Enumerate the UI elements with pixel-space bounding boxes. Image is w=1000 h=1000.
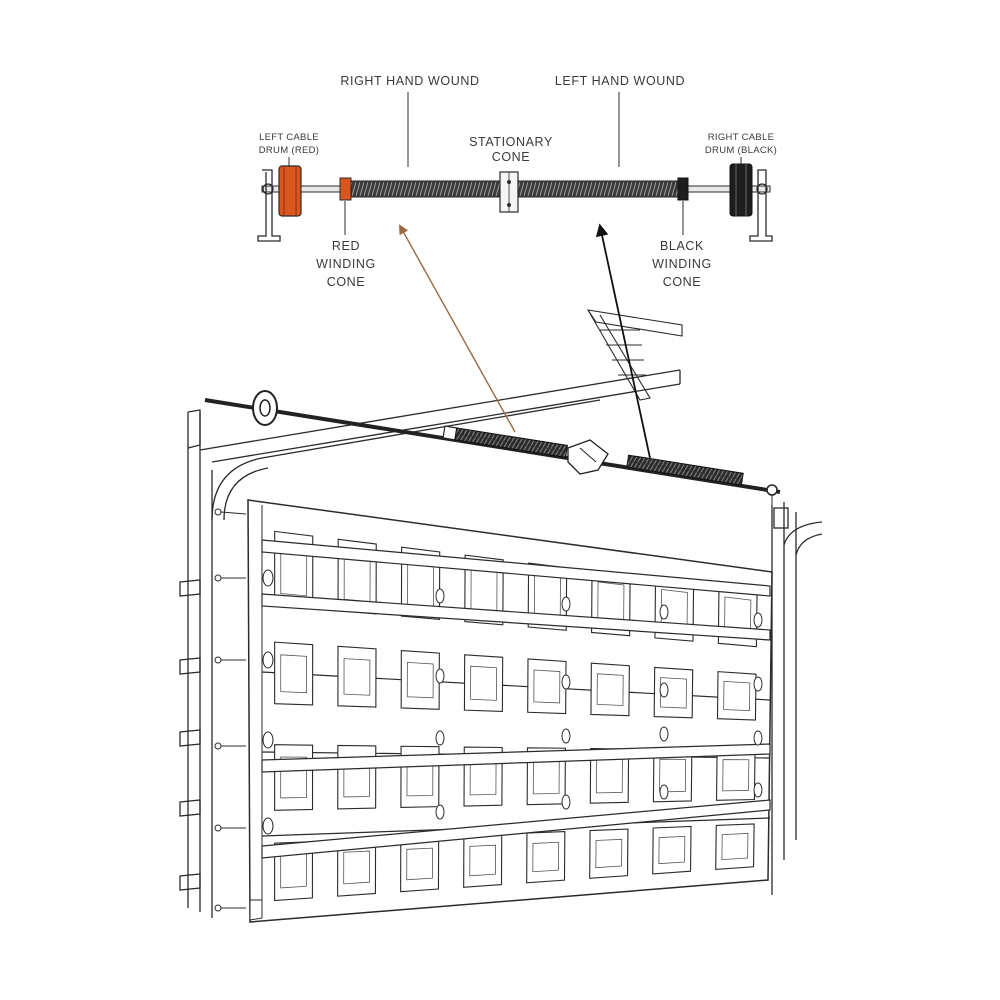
label-left-cable-drum-line1: LEFT CABLE	[259, 132, 319, 143]
raised-panel-inset	[343, 658, 371, 696]
raised-panel	[337, 645, 377, 708]
raised-panel-inset	[280, 654, 307, 694]
black-winding-cone	[677, 177, 689, 201]
garage-door-drawing	[179, 309, 823, 923]
left-cable-drum-red	[278, 165, 302, 217]
right-cable-drum-black	[729, 163, 753, 217]
left-hand-wound-spring	[517, 180, 679, 198]
raised-panel	[463, 654, 504, 712]
stationary-cone	[499, 171, 519, 213]
raised-panel	[463, 833, 503, 888]
raised-panel-inset	[659, 677, 687, 709]
raised-panel-inset	[406, 847, 433, 881]
raised-panel-inset	[406, 661, 434, 699]
raised-panel-inset	[596, 673, 624, 706]
raised-panel-inset	[658, 835, 686, 865]
track-roller-bolts	[214, 508, 247, 912]
right-vertical-track	[771, 502, 823, 895]
label-right-hand-wound: RIGHT HAND WOUND	[340, 74, 479, 88]
label-stationary-cone-line1: STATIONARY	[469, 135, 553, 149]
raised-panel	[716, 671, 757, 721]
label-right-cable-drum-line2: DRUM (BLACK)	[705, 145, 777, 156]
raised-panel	[590, 662, 630, 717]
raised-panel-inset	[280, 756, 307, 799]
raised-panel	[715, 823, 755, 871]
raised-panel	[653, 666, 694, 719]
door-torsion-springs	[442, 425, 744, 486]
spring-assembly-detail: RIGHT HAND WOUND LEFT HAND WOUND STATION…	[257, 74, 777, 289]
label-red-winding-cone-line3: CONE	[327, 275, 366, 289]
raised-panel-inset	[722, 759, 750, 792]
arrow-to-left-hand-wound-spring	[595, 223, 651, 459]
bottom-bracket	[249, 899, 263, 921]
raised-panel-inset	[533, 669, 561, 704]
raised-panel-inset	[469, 844, 497, 877]
raised-panel-inset	[595, 838, 623, 869]
door-stationary-cone	[567, 439, 609, 475]
red-winding-cone	[339, 177, 352, 201]
raised-panel-inset	[343, 850, 370, 885]
raised-panel	[652, 825, 692, 875]
door-struts	[261, 539, 771, 859]
label-stationary-cone-line2: CONE	[492, 150, 531, 164]
label-red-winding-cone-line1: RED	[332, 239, 360, 253]
right-hand-wound-spring	[350, 180, 502, 198]
arrow-to-right-hand-wound-spring	[399, 224, 516, 433]
raised-panel-inset	[659, 758, 687, 793]
raised-panel-inset	[721, 833, 749, 861]
raised-panel	[400, 649, 440, 710]
label-red-winding-cone-line2: WINDING	[316, 257, 376, 271]
right-bearing-bracket	[749, 169, 773, 242]
label-black-winding-cone-line2: WINDING	[652, 257, 712, 271]
left-vertical-track	[179, 409, 213, 918]
door-right-cable-drum	[766, 484, 778, 496]
raised-panel-inset	[723, 680, 751, 712]
label-left-cable-drum-line2: DRUM (RED)	[259, 145, 320, 156]
reinforcing-strut	[586, 309, 683, 401]
left-horizontal-track	[199, 369, 681, 521]
door-hinges	[262, 569, 763, 835]
label-left-hand-wound: LEFT HAND WOUND	[555, 74, 685, 88]
raised-panel	[337, 744, 377, 810]
raised-panel-inset	[470, 665, 497, 701]
raised-panel	[526, 830, 566, 884]
raised-panel-inset	[532, 841, 560, 873]
label-black-winding-cone-line3: CONE	[663, 275, 702, 289]
left-bearing-bracket	[257, 169, 281, 242]
label-black-winding-cone-line1: BLACK	[660, 239, 704, 253]
door-left-cable-drum	[252, 390, 278, 426]
raised-panel	[589, 828, 629, 879]
raised-panel	[527, 658, 567, 715]
label-right-cable-drum-line1: RIGHT CABLE	[708, 132, 774, 143]
raised-panel	[715, 749, 756, 801]
raised-panel	[274, 641, 314, 706]
